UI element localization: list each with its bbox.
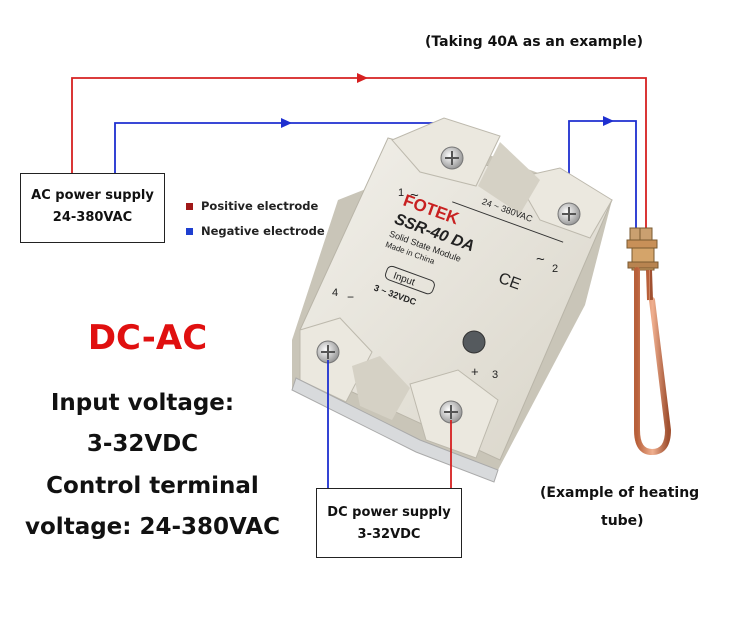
screw-terminal-3: [439, 400, 463, 424]
relay-tilde-1: ~: [410, 187, 419, 204]
indicator-led: [462, 330, 486, 354]
spec-line-4: voltage: 24-380VAC: [25, 514, 280, 540]
heater-caption-line-2: tube): [601, 513, 644, 529]
ac-positive-wire: [71, 73, 647, 235]
dc-supply-label: DC power supply: [327, 505, 451, 520]
relay-minus-label: −: [347, 290, 354, 304]
relay-plus-label: +: [471, 364, 479, 379]
negative-swatch: [186, 227, 193, 235]
positive-swatch: [186, 202, 193, 210]
heating-tube: [626, 227, 672, 456]
screw-terminal-4: [316, 340, 340, 364]
ac-power-supply-box: AC power supply 24-380VAC: [20, 173, 165, 243]
dc-supply-voltage: 3-32VDC: [357, 527, 421, 542]
relay-tilde-2: ~: [536, 251, 545, 268]
legend-negative-label: Negative electrode: [201, 224, 325, 238]
spec-line-3: Control terminal: [46, 473, 259, 499]
example-caption: (Taking 40A as an example): [425, 34, 643, 50]
legend-positive-label: Positive electrode: [201, 199, 319, 213]
mode-label: DC-AC: [87, 318, 208, 358]
solid-state-relay: FOTEK SSR-40 DA Solid State Module Made …: [291, 117, 613, 483]
relay-terminal-4-label: 4: [332, 287, 338, 299]
relay-terminal-1-label: 1: [398, 187, 404, 199]
screw-terminal-2: [557, 202, 581, 226]
terminal2-heater-wire: [568, 116, 637, 232]
relay-terminal-3-label: 3: [492, 369, 498, 381]
screw-terminal-1: [440, 146, 464, 170]
ac-supply-label: AC power supply: [31, 188, 154, 203]
heater-caption-line-1: (Example of heating: [540, 485, 700, 501]
relay-ce-mark: CE: [496, 270, 523, 294]
ac-supply-voltage: 24-380VAC: [52, 210, 133, 225]
relay-terminal-2-label: 2: [552, 263, 558, 275]
spec-line-2: 3-32VDC: [86, 431, 199, 457]
spec-line-1: Input voltage:: [50, 390, 235, 416]
dc-power-supply-box: DC power supply 3-32VDC: [316, 488, 462, 558]
legend-positive: Positive electrode: [186, 199, 318, 213]
legend-negative: Negative electrode: [186, 224, 325, 238]
